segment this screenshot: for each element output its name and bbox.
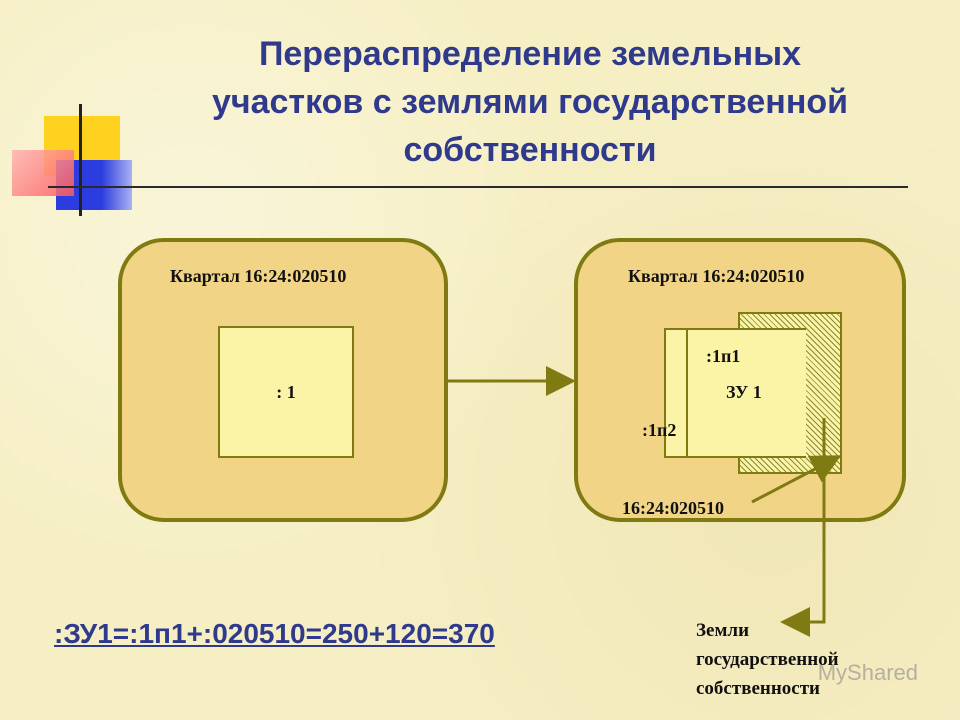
title-line-1: Перераспределение земельных <box>258 35 802 73</box>
slide-title: Перераспределение земельных участков с з… <box>120 30 940 174</box>
state-land-line-3: собственности <box>696 678 821 699</box>
title-line-2: участков с землями государственной <box>211 83 849 121</box>
state-land-pointer-arrow <box>780 418 826 637</box>
parcel-1-label: : 1 <box>276 381 296 402</box>
title-line-3: собственности <box>403 131 657 169</box>
title-divider-line <box>48 186 908 188</box>
cadastral-number-label: 16:24:020510 <box>622 498 724 518</box>
parcel-part-1 <box>686 328 806 458</box>
area-formula: :ЗУ1=:1п1+:020510=250+120=370 <box>54 618 495 649</box>
part-2-label: :1п2 <box>642 420 677 440</box>
decor-vertical-line <box>79 104 82 216</box>
quarter-label-before: Квартал 16:24:020510 <box>170 266 347 286</box>
parcel-1: : 1 <box>218 326 354 458</box>
cadastral-pointer-arrow <box>751 455 842 504</box>
state-land-line-1: Земли <box>696 620 750 641</box>
zu-1-label: ЗУ 1 <box>726 382 762 402</box>
state-land-label: Земли государственной собственности <box>696 616 926 703</box>
part-1-label: :1п1 <box>706 346 741 366</box>
decor-red-square <box>12 150 74 196</box>
watermark: MyShared <box>817 660 918 685</box>
quarter-label-after: Квартал 16:24:020510 <box>628 266 805 286</box>
state-land-line-2: государственной <box>696 649 839 670</box>
